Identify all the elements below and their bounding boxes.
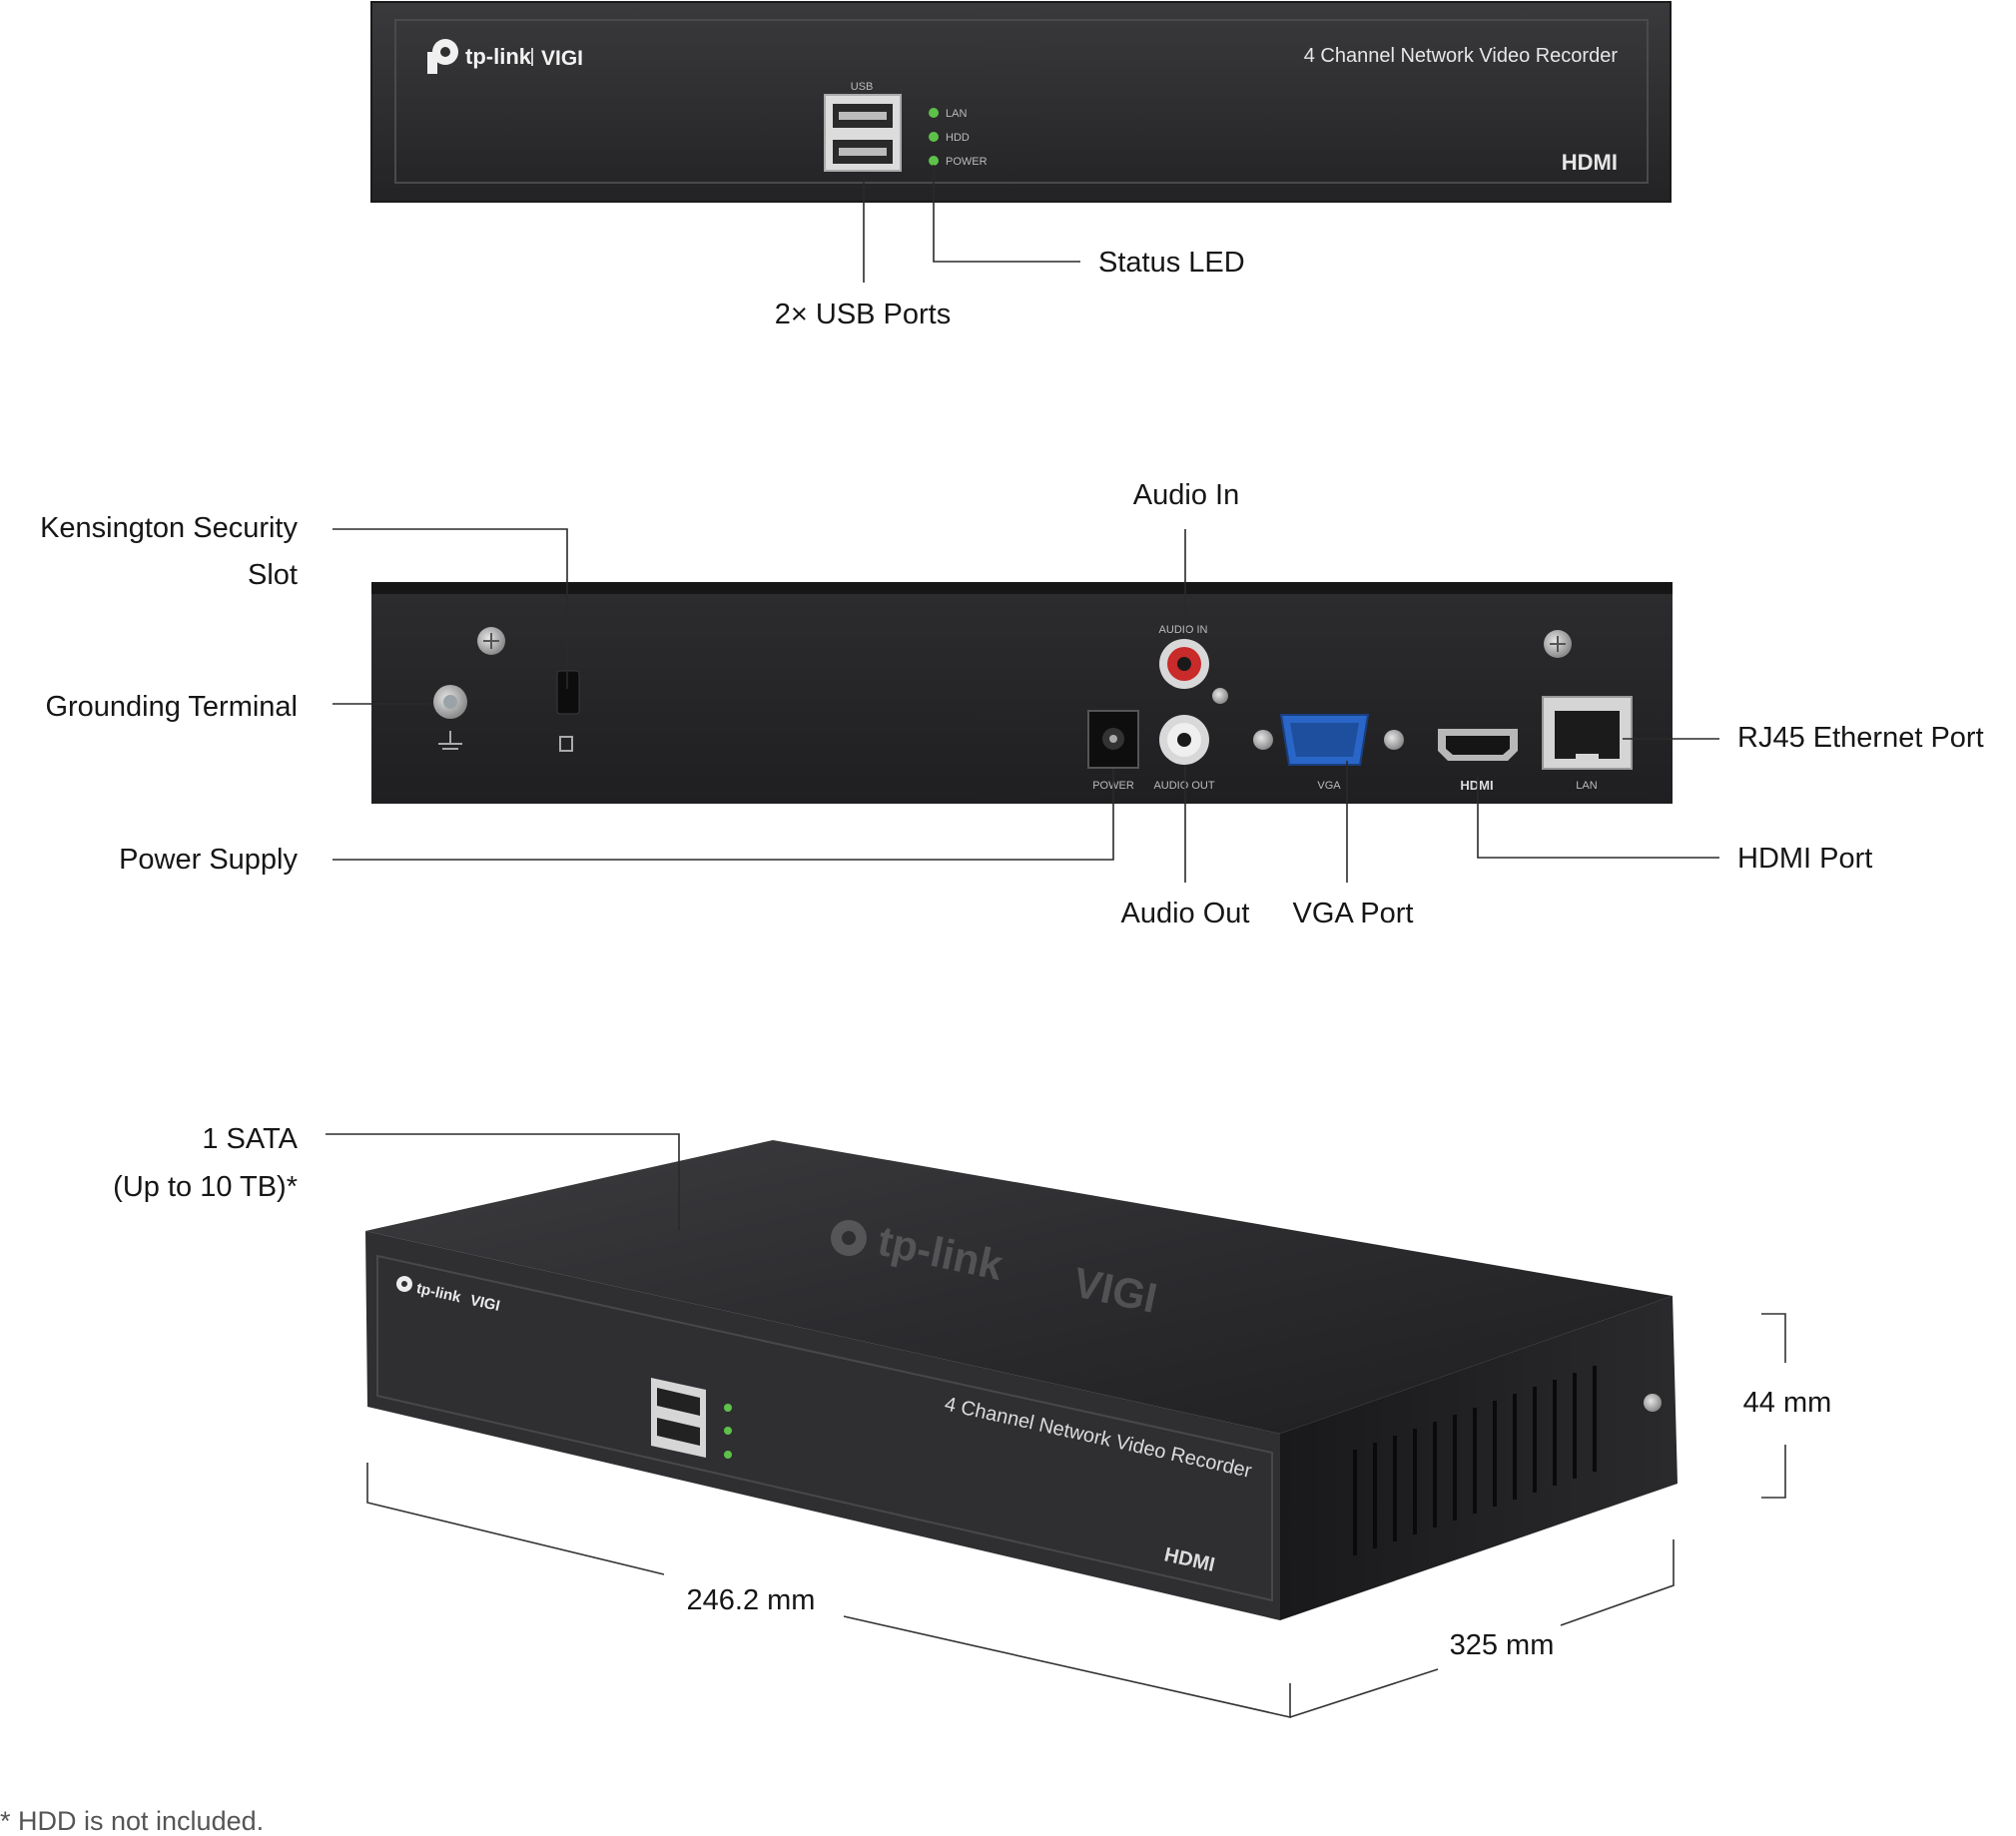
status-leds: LAN HDD POWER [929,108,988,168]
grounding-terminal [433,685,467,750]
audio-out-port [1159,715,1209,765]
callout-hdmi-port: HDMI Port [1737,843,1872,875]
kensington-slot [556,670,580,752]
lan-port [1542,696,1633,770]
height-bracket-top [1761,1313,1786,1363]
tag-audio-in: AUDIO IN [1159,624,1208,636]
callout-audio-in: Audio In [1133,479,1239,511]
dimension-width: 246.2 mm [687,1584,816,1616]
width-line-right [843,1615,1291,1719]
brand-name: tp-link [465,44,532,69]
hdmi-logo: HDMI [1562,150,1618,175]
led-label-hdd: HDD [946,132,970,144]
width-line-left [366,1463,665,1575]
callout-vga-port: VGA Port [1293,898,1414,929]
led-label-power: POWER [946,156,988,168]
side-vents [1353,1366,1597,1555]
callout-grounding: Grounding Terminal [45,691,298,723]
series-name: VIGI [541,47,583,70]
depth-line-right [1560,1539,1675,1626]
callout-audio-out: Audio Out [1121,898,1250,929]
side-screw [1644,1394,1662,1412]
height-bracket-bottom [1761,1445,1786,1499]
dimension-depth: 325 mm [1450,1629,1555,1661]
small-screw [1212,688,1228,704]
callout-rj45-port: RJ45 Ethernet Port [1737,722,1984,754]
device-front-face [365,1231,1280,1620]
rear-top-lip [371,582,1673,594]
dimension-height: 44 mm [1743,1387,1832,1419]
rear-screw-left [477,627,505,655]
rear-chassis [371,594,1673,804]
callout-usb-ports: 2× USB Ports [775,299,952,330]
power-supply-leader [333,769,1114,861]
led-label-lan: LAN [946,108,967,120]
footnote: * HDD is not included. [0,1806,264,1836]
power-jack [1087,710,1139,769]
sata-leader [326,1133,680,1230]
callout-status-led: Status LED [1098,247,1245,279]
perspective-usb-ports [651,1378,706,1458]
callout-power-supply: Power Supply [119,844,298,876]
rear-screw-right [1544,630,1572,658]
front-chassis [370,1,1672,203]
device-front-bezel [376,1254,1273,1602]
tp-link-logo: tp-link VIGI [427,39,583,74]
tag-lan: LAN [1576,780,1597,792]
hdmi-port [1438,729,1518,761]
front-view: tp-link VIGI 4 Channel Network Video Rec… [370,1,1672,330]
tag-audio-out: AUDIO OUT [1153,780,1214,792]
model-text: 4 Channel Network Video Recorder [1304,45,1619,67]
vga-port [1253,714,1404,766]
tag-hdmi: HDMI [1460,778,1493,793]
callout-sata-line1: 1 SATA [202,1123,298,1155]
callout-kensington-line1: Kensington Security [40,512,298,544]
device-side-face [1280,1296,1678,1620]
led-leader-line [933,165,1080,263]
perspective-view: tp-link VIGI tp-link VIGI 4 Channel Netw… [113,1123,1832,1719]
device-top-face [365,1140,1673,1434]
front-bezel [394,19,1649,184]
rear-view: AUDIO IN POWER AUDIO OUT VGA [40,479,1984,929]
callout-kensington-line2: Slot [248,559,298,591]
kensington-leader [333,528,568,689]
front-usb-ports [824,94,902,172]
tag-vga: VGA [1317,780,1341,792]
depth-line-left [1289,1668,1439,1718]
front-logo-series: VIGI [468,1292,501,1315]
perspective-leds [724,1404,732,1459]
usb-tag: USB [851,81,874,93]
audio-in-port [1159,639,1209,689]
callout-sata-line2: (Up to 10 TB)* [113,1171,298,1203]
hdmi-leader [1477,777,1719,859]
